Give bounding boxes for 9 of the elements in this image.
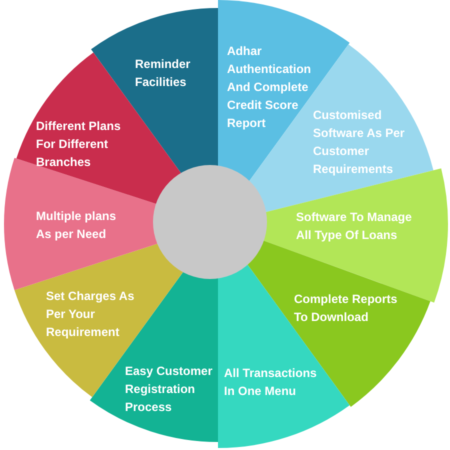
- segment-label: Reminder Facilities: [135, 56, 192, 91]
- segment-label: Complete Reports To Download: [294, 291, 398, 326]
- segment-label: Easy Customer Registration Process: [125, 363, 214, 416]
- segment-label: All Transactions In One Menu: [224, 365, 318, 400]
- segment-label: Multiple plans As per Need: [36, 208, 118, 243]
- segment-label: Software To Manage All Type Of Loans: [296, 209, 413, 244]
- segment-label: Customised Software As Per Customer Requirements: [313, 107, 406, 178]
- segment-label: Different Plans For Different Branches: [36, 118, 122, 171]
- segment-label: Set Charges As Per Your Requirement: [46, 288, 136, 341]
